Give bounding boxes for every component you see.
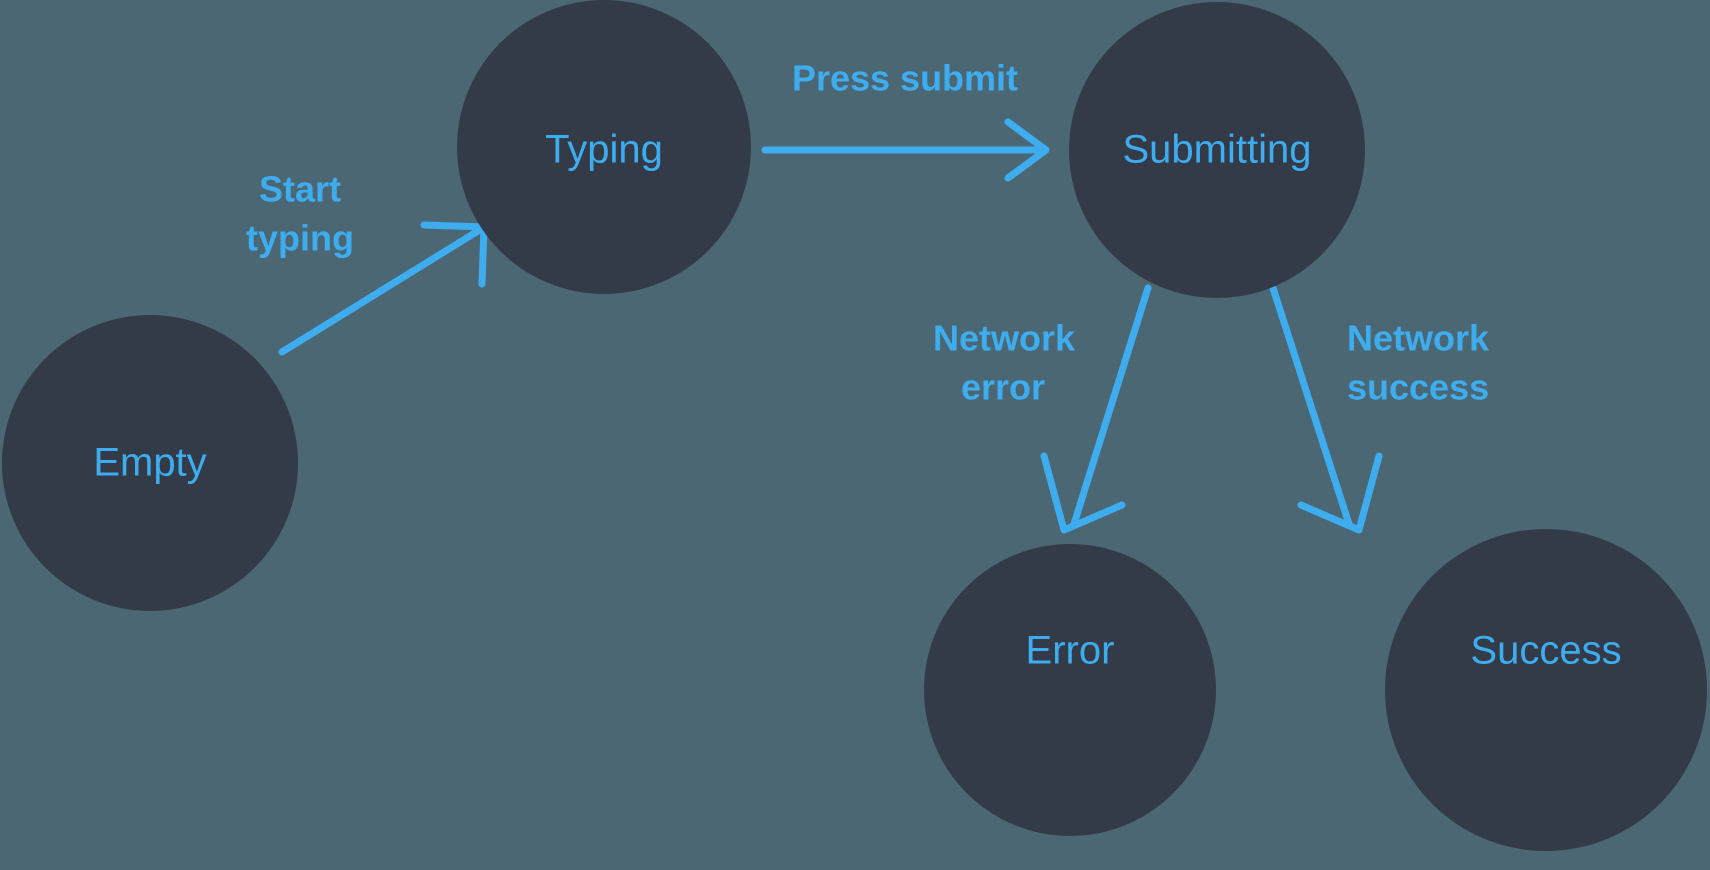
state-node-typing[interactable]: Typing (457, 0, 751, 294)
state-node-empty-label: Empty (93, 441, 206, 485)
edge-label-network-success-line1: Network (1347, 318, 1490, 359)
state-node-error-label: Error (1026, 629, 1115, 673)
state-node-empty[interactable]: Empty (2, 315, 298, 611)
state-node-success-label: Success (1470, 629, 1621, 673)
edge-line-network-error (1070, 284, 1152, 528)
arrowhead-network-success (1297, 452, 1383, 534)
state-node-error[interactable]: Error (924, 544, 1216, 836)
state-node-error-circle (924, 544, 1216, 836)
edge-submitting-to-success[interactable]: Network success (1269, 284, 1490, 534)
edge-submitting-to-error[interactable]: Network error (933, 284, 1152, 534)
edge-empty-to-typing[interactable]: Start typing (246, 169, 488, 356)
edge-label-press-submit: Press submit (792, 58, 1018, 99)
arrowhead-press-submit (1004, 118, 1050, 182)
state-node-submitting-circle (1069, 2, 1365, 298)
edge-label-start-typing-line1: Start (259, 169, 341, 210)
edge-line-network-success (1269, 284, 1353, 528)
state-node-success-circle (1385, 529, 1707, 851)
state-node-typing-label: Typing (545, 128, 663, 172)
edge-label-network-error-line1: Network (933, 318, 1076, 359)
edge-label-start-typing-line2: typing (246, 218, 354, 259)
state-node-submitting-label: Submitting (1123, 128, 1312, 172)
edge-label-network-success-line2: success (1347, 367, 1489, 408)
arrowhead-network-error (1040, 452, 1126, 534)
state-node-empty-circle (2, 315, 298, 611)
edge-line-start-typing (278, 227, 482, 356)
state-node-typing-circle (457, 0, 751, 294)
edge-typing-to-submitting[interactable]: Press submit (761, 58, 1050, 182)
state-node-submitting[interactable]: Submitting (1069, 2, 1365, 298)
state-node-success[interactable]: Success (1385, 529, 1707, 851)
edge-label-network-error-line2: error (961, 367, 1045, 408)
